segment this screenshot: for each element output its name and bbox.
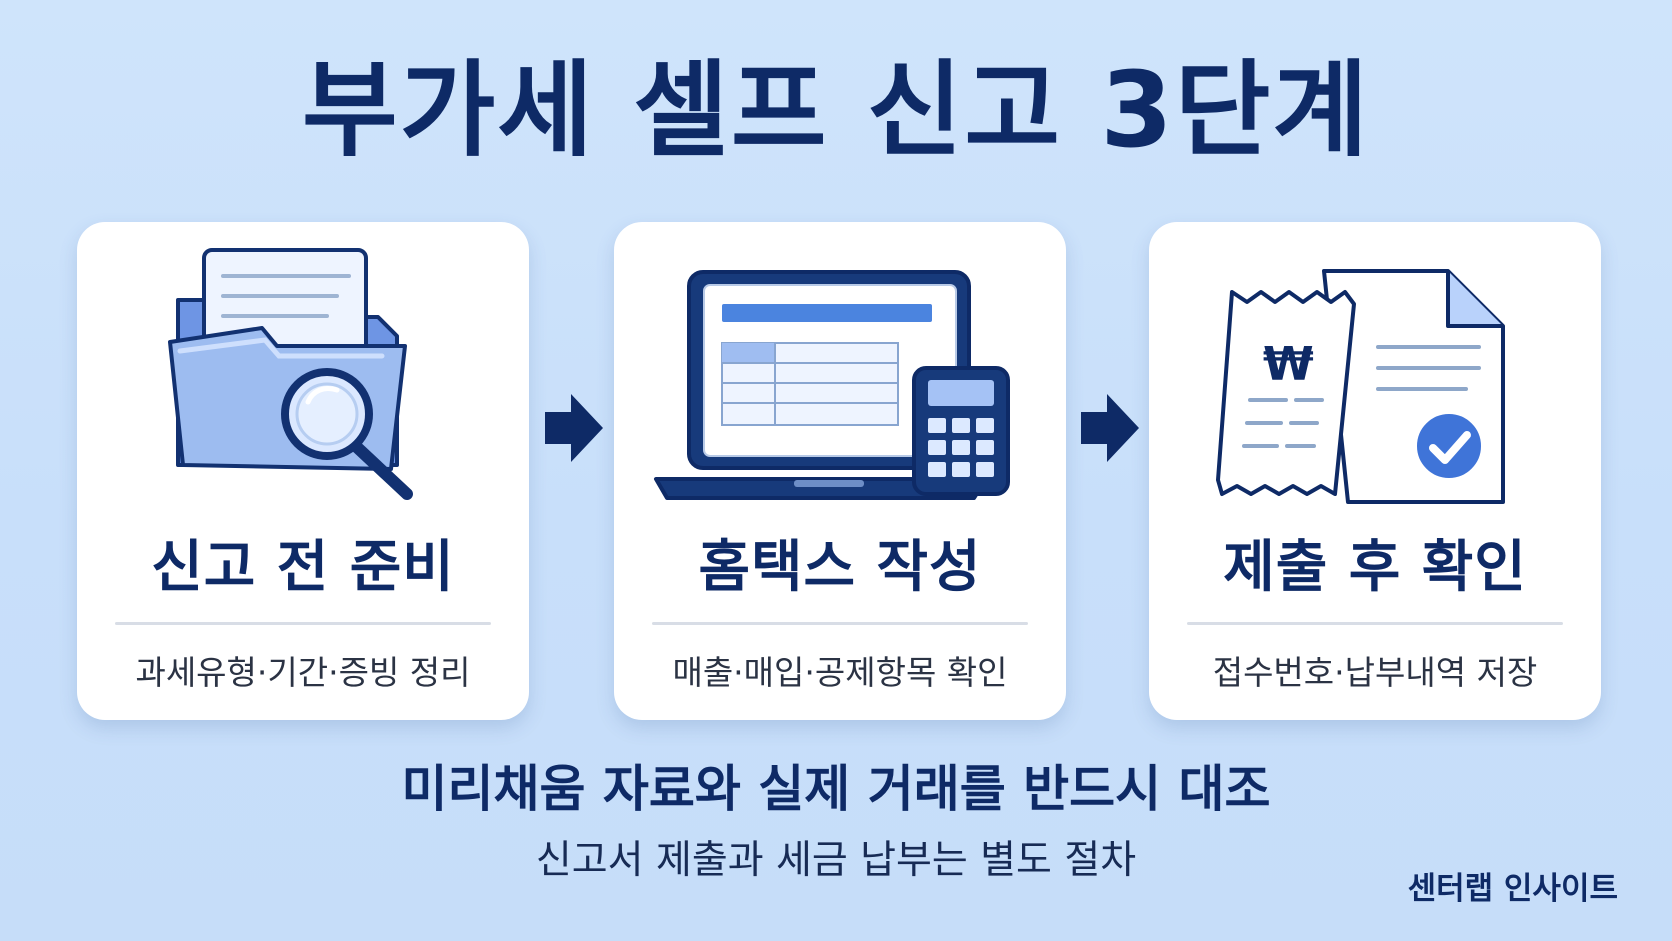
step-divider (1187, 622, 1563, 625)
step-description-confirm: 접수번호·납부내역 저장 (1212, 653, 1538, 692)
step-divider (652, 622, 1028, 625)
right-arrow-icon (1081, 394, 1139, 462)
right-arrow-icon (545, 394, 603, 462)
note-primary: 미리채움 자료와 실제 거래를 반드시 대조 (401, 760, 1271, 818)
step-card-confirm: ₩ 제출 후 확인 접수번호·납부내역 저장 (1149, 222, 1601, 720)
receipt-currency-symbol: ₩ (1263, 337, 1314, 391)
note-secondary: 신고서 제출과 세금 납부는 별도 절차 (535, 838, 1137, 883)
page-title: 부가세 셀프 신고 3단계 (301, 49, 1371, 171)
folder-magnifier-icon (168, 248, 413, 500)
step-card-prepare: 신고 전 준비 과세유형·기간·증빙 정리 (77, 222, 529, 720)
laptop-calculator-icon (654, 270, 1010, 500)
receipt-document-check-icon: ₩ (1216, 269, 1505, 504)
step-description-prepare: 과세유형·기간·증빙 정리 (135, 653, 471, 692)
step-title-confirm: 제출 후 확인 (1223, 535, 1527, 600)
step-title-prepare: 신고 전 준비 (151, 535, 455, 600)
step-divider (115, 622, 491, 625)
step-card-write: 홈택스 작성 매출·매입·공제항목 확인 (614, 222, 1066, 720)
brand-label: 센터랩 인사이트 (1407, 871, 1618, 907)
step-title-write: 홈택스 작성 (698, 535, 982, 600)
step-description-write: 매출·매입·공제항목 확인 (672, 653, 1008, 692)
